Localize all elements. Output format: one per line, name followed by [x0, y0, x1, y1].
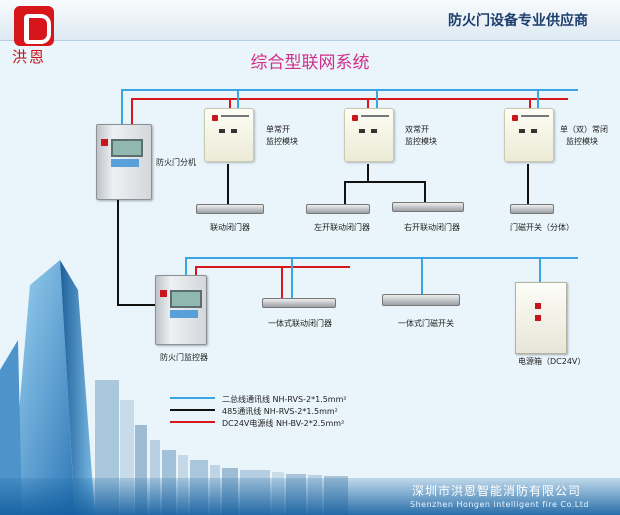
upper-power-line [131, 98, 568, 124]
module-led [531, 129, 537, 133]
door-switch-label: 门磁开关（分体） [510, 223, 574, 232]
header-bar [0, 0, 620, 41]
unit-logo-icon [101, 139, 108, 146]
closed-module-label-line2: 监控模块 [566, 137, 598, 146]
module-logo-icon [352, 115, 358, 121]
unit-logo-icon [160, 290, 167, 297]
brand-name: 洪恩 [12, 48, 47, 66]
legend-power-label: DC24V电源线 NH-BV-2*2.5mm² [222, 419, 345, 428]
module-text-strip [521, 115, 549, 117]
integrated-closer-label: 一体式联动闭门器 [268, 319, 332, 328]
left-closer-label: 左开联动闭门器 [314, 223, 370, 232]
left-linked-closer-device [306, 204, 370, 214]
fire-door-sub-unit [96, 124, 152, 200]
integrated-closer-device [262, 298, 336, 308]
double-open-module-label-line2: 监控模块 [405, 137, 437, 146]
closed-module [504, 108, 554, 162]
door-switch-device [510, 204, 554, 214]
right-linked-closer-device [392, 202, 464, 212]
module-logo-icon [512, 115, 518, 121]
slogan: 防火门设备专业供应商 [448, 13, 588, 29]
lower-power-line [195, 266, 350, 275]
module-led [231, 129, 237, 133]
company-name-english: Shenzhen Hongen intelligent fire Co.Ltd [410, 500, 589, 509]
power-box-label: 电源箱（DC24V） [518, 357, 586, 366]
footer-bar [0, 478, 620, 515]
single-open-module-label-line1: 单常开 [266, 125, 290, 134]
closed-module-label-line1: 单（双）常闭 [560, 125, 608, 134]
linked-closer-label: 联动闭门器 [210, 223, 250, 232]
lcd-screen [111, 139, 143, 157]
power-box [515, 282, 567, 354]
module-logo-icon [212, 115, 218, 121]
power-indicator-icon [535, 315, 541, 321]
module-led [219, 129, 225, 133]
right-closer-label: 右开联动闭门器 [404, 223, 460, 232]
fire-door-monitor-unit [155, 275, 207, 345]
legend-bus-label: 二总线通讯线 NH-RVS-2*1.5mm² [222, 395, 347, 404]
company-name: 深圳市洪恩智能消防有限公司 [412, 484, 582, 498]
module-led [359, 129, 365, 133]
unit-badge [111, 159, 139, 167]
linked-closer-device [196, 204, 264, 214]
diagram-title: 综合型联网系统 [250, 53, 370, 73]
double-open-module-label-line1: 双常开 [405, 125, 429, 134]
fire-door-monitor-label: 防火门监控器 [160, 353, 208, 362]
lower-bus-line [185, 257, 578, 275]
double-open-module [344, 108, 394, 162]
upper-bus-line [121, 89, 578, 124]
module-text-strip [361, 115, 389, 117]
integrated-door-switch-label: 一体式门磁开关 [398, 319, 454, 328]
integrated-door-switch-device [382, 294, 460, 306]
fire-door-sub-label: 防火门分机 [156, 158, 196, 167]
lcd-screen [170, 290, 202, 308]
module-text-strip [221, 115, 249, 117]
rs485-line [117, 198, 155, 306]
legend-485-label: 485通讯线 NH-RVS-2*1.5mm² [222, 407, 338, 416]
single-open-module [204, 108, 254, 162]
module-led [371, 129, 377, 133]
unit-badge [170, 310, 198, 318]
single-open-module-label-line2: 监控模块 [266, 137, 298, 146]
module-led [519, 129, 525, 133]
power-indicator-icon [535, 303, 541, 309]
brand-logo-icon [14, 6, 54, 46]
